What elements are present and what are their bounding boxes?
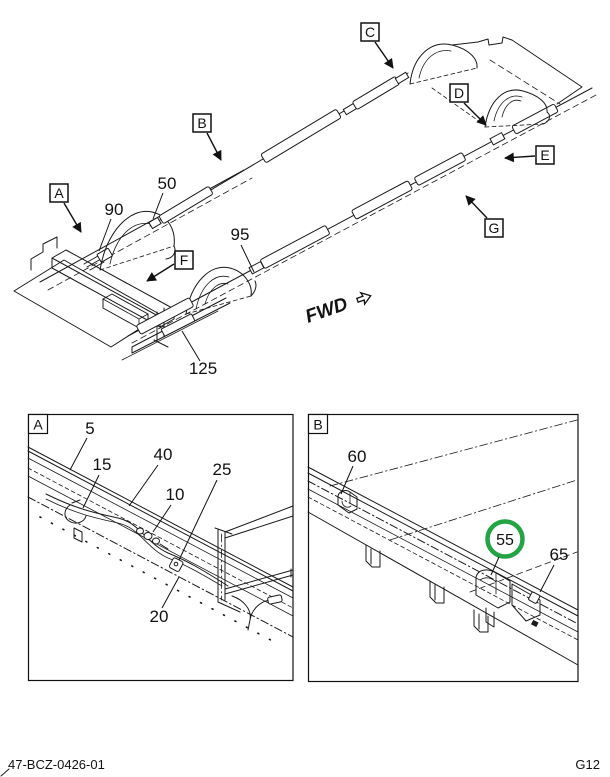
chassis-artwork	[13, 36, 597, 361]
fwd-label: FWD	[303, 294, 351, 328]
part-number: 90	[105, 200, 124, 219]
part-number: 125	[189, 359, 217, 378]
callout-letter: A	[54, 185, 64, 201]
panel-b-labels: 60 55 65	[340, 447, 569, 593]
callout-letter: C	[365, 24, 375, 40]
page-footer: 47-BCZ-0426-01 G12	[0, 757, 600, 777]
wheel-arch	[484, 89, 551, 128]
callout-letter: E	[540, 147, 549, 163]
part-number: 25	[213, 460, 232, 479]
part-number: 65	[550, 545, 569, 564]
callout-b: B	[192, 113, 222, 161]
callout-arrow	[463, 102, 487, 126]
part-number: 20	[150, 607, 169, 626]
part-number-highlighted: 55	[496, 532, 514, 549]
harness-run-upper	[148, 71, 410, 230]
wheel-arch	[99, 210, 176, 271]
part-number: 15	[93, 455, 112, 474]
panel-tag: A	[33, 417, 43, 433]
document-number: 47-BCZ-0426-01	[8, 757, 105, 772]
callout-arrow	[374, 41, 394, 69]
callout-arrow	[146, 263, 175, 282]
callout-letter: D	[454, 85, 464, 101]
callout-letter: G	[489, 220, 500, 236]
part-number: 60	[348, 447, 367, 466]
highlight-circle	[485, 519, 525, 559]
page-code: G12	[575, 757, 600, 772]
harness-run-lower	[127, 87, 597, 344]
callout-arrow	[206, 132, 222, 161]
panel-b-artwork	[307, 419, 579, 666]
detail-panel-b: B	[307, 413, 579, 683]
callout-g: G	[465, 195, 504, 238]
fwd-arrow-icon	[355, 291, 372, 306]
callout-arrow	[465, 195, 488, 219]
callout-letter: F	[180, 252, 189, 268]
callout-letter: B	[197, 115, 206, 131]
corner-tick	[0, 768, 10, 777]
part-number: 40	[154, 445, 173, 464]
part-number: 95	[231, 225, 250, 244]
wheel-arch	[185, 266, 257, 315]
callout-arrow	[504, 152, 536, 163]
part-number: 5	[85, 419, 94, 438]
wheel-arch	[409, 43, 478, 85]
callout-arrow	[63, 202, 82, 233]
callout-f: F	[146, 250, 194, 282]
panel-a-labels: 5 15 40 10 25 20	[69, 419, 232, 626]
detail-panel-a: A	[27, 413, 294, 682]
callout-e: E	[504, 145, 555, 165]
part-number: 10	[166, 485, 185, 504]
panel-tag: B	[313, 417, 322, 433]
fwd-direction-indicator: FWD	[303, 291, 372, 328]
main-diagram: A B C D E F G	[13, 22, 597, 378]
callout-d: D	[449, 83, 487, 126]
callout-c: C	[360, 22, 394, 69]
part-number: 50	[158, 174, 177, 193]
callout-a: A	[49, 183, 82, 233]
part-labels: 50 90 95 125	[98, 174, 255, 378]
